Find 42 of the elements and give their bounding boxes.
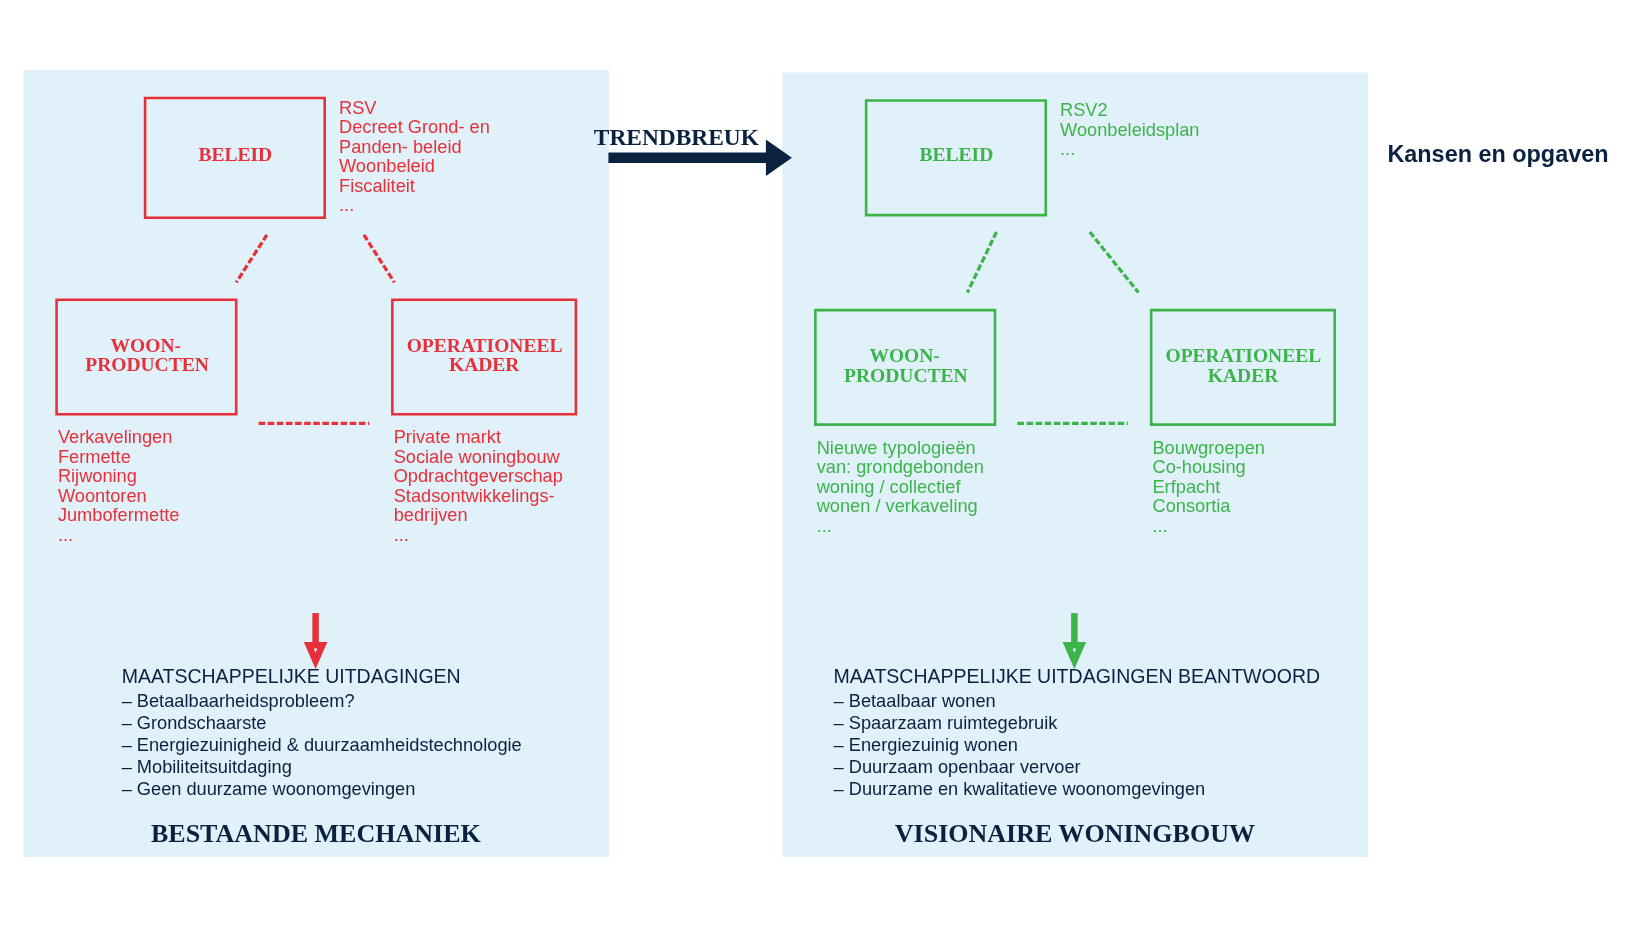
node-label: RSV (339, 97, 377, 118)
node-text: MAATSCHAPPELIJKE UITDAGINGEN – Betaalbaarheidsprobleem? – Grondschaarste – Energiezuinigheid & duurzaamheidstechnologie – Mobiliteitsuitdaging – Geen duurzame woonomgevingen (121, 664, 522, 799)
node-box: WOON- PRODUCTEN (814, 308, 997, 426)
node-label: RSV2 (1060, 99, 1108, 120)
node-label: Private markt (393, 426, 501, 447)
node-label: Woonbeleid (339, 155, 435, 176)
node-label: Sociale woningbouw (393, 446, 560, 467)
node-label: Woonbeleidsplan (1060, 119, 1200, 140)
node-label: Bouwgroepen (1152, 437, 1265, 458)
arrow (303, 612, 328, 669)
node-label: Jumbofermette (57, 504, 180, 525)
arrow (608, 139, 792, 176)
connector (234, 233, 269, 283)
connector (965, 230, 998, 293)
connector (258, 421, 370, 425)
node-label: Decreet Grond- en Panden- beleid (339, 116, 490, 157)
node-label: Verkavelingen (57, 426, 173, 447)
connector (362, 233, 396, 283)
node-label: ... (57, 524, 74, 545)
node-label: Nieuwe typologieën van: grondgebonden woning / collectief wonen / verkaveling (816, 437, 984, 516)
node-label: Stadsontwikkelings- bedrijven (393, 485, 555, 525)
arrow (1062, 612, 1087, 669)
node-label: ... (1060, 138, 1076, 159)
node-label: Rijwoning (57, 465, 137, 486)
node-label: Fiscaliteit (339, 175, 415, 196)
label: Kansen en opgaven (1387, 140, 1609, 167)
node-box: BELEID (864, 98, 1048, 216)
node-box: WOON- PRODUCTEN (55, 297, 238, 416)
node-box: OPERATIONEEL KADER (391, 297, 578, 416)
node-label: Woontoren (57, 485, 147, 506)
connector (1088, 230, 1140, 294)
node-label: ... (1152, 515, 1168, 536)
node-text: MAATSCHAPPELIJKE UITDAGINGEN BEANTWOORD – Betaalbaar wonen – Spaarzaam ruimtegebruik – Energiezuinig wonen – Duurzaam openbaar vervoer – Duurzame en kwalitatieve woonomgevingen (833, 664, 1321, 799)
node-label: ... (393, 524, 409, 545)
edge-label: TRENDBREUK (593, 123, 759, 150)
connector (1017, 421, 1129, 425)
node-label: Fermette (57, 446, 131, 467)
node-box: BELEID (143, 96, 326, 219)
node-label: ... (816, 515, 832, 536)
node-box: OPERATIONEEL KADER (1149, 308, 1336, 426)
node-label: ... (339, 194, 355, 215)
node-label: Erfpacht (1152, 476, 1221, 497)
